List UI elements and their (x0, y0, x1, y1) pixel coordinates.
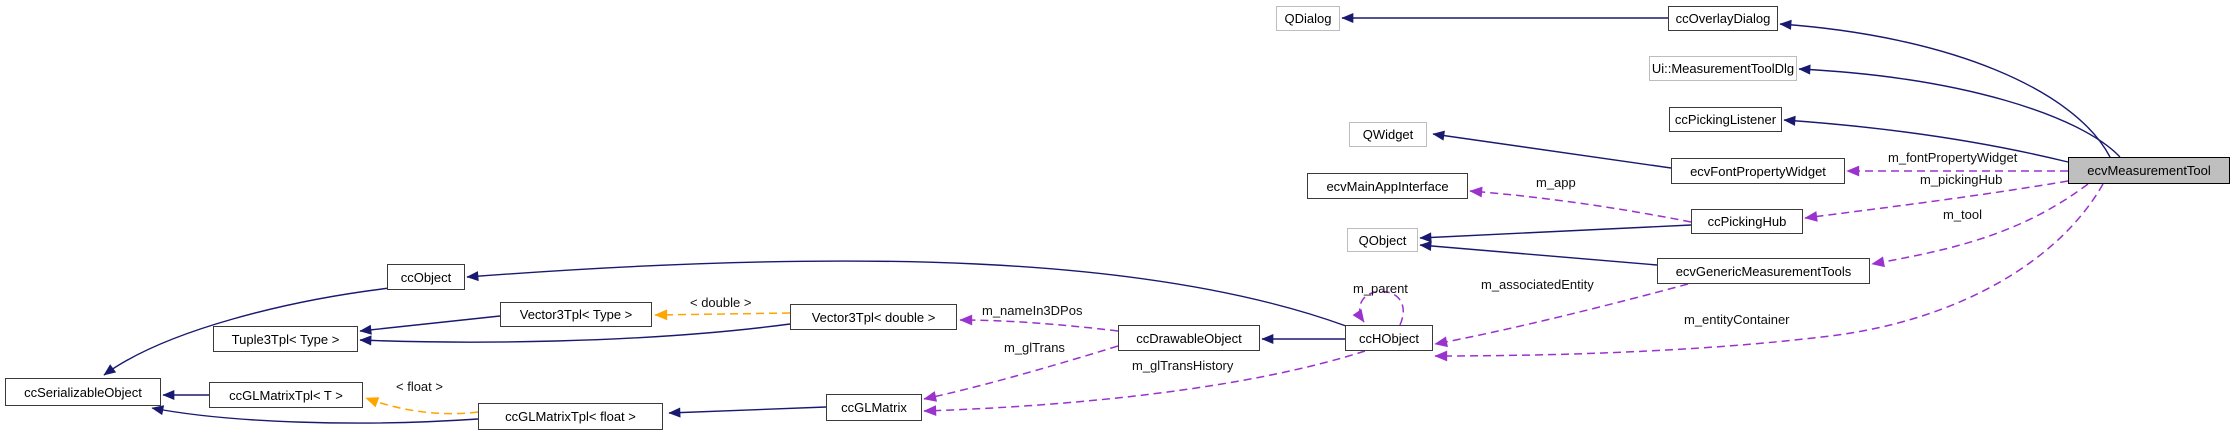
template-edge-ccglmatrixtpl-float (365, 397, 479, 415)
inherit-edge-ecvmeasurementtool-to-ccpickinglistener (1783, 115, 2069, 163)
class-node-ecvmainappinterface[interactable]: ecvMainAppInterface (1307, 173, 1468, 199)
usage-edge-m-app (1469, 186, 1692, 223)
template-edge-vector3tpl-double (654, 309, 791, 321)
edge-label-m-associatedentity: m_associatedEntity (1481, 277, 1594, 292)
class-node-tuple3tpl-type[interactable]: Tuple3Tpl< Type > (213, 326, 358, 352)
edge-label-m-entitycontainer: m_entityContainer (1684, 312, 1790, 327)
class-node-ccdrawableobject[interactable]: ccDrawableObject (1118, 325, 1260, 351)
edge-label-m-app: m_app (1536, 175, 1576, 190)
class-node-ccglmatrix[interactable]: ccGLMatrix (826, 394, 922, 421)
class-node-ccpickinghub[interactable]: ccPickingHub (1691, 209, 1803, 234)
edge-label-template-double: < double > (690, 295, 752, 310)
inherit-edge-ccglmatrixtplfloat-to-ccserializableobject (151, 405, 479, 424)
class-node-ccglmatrixtpl-t[interactable]: ccGLMatrixTpl< T > (209, 382, 363, 408)
edge-label-m-pickinghub: m_pickingHub (1920, 172, 2003, 187)
inherit-edge-ecvmeasurementtool-to-uimeasurementtooldlg (1798, 64, 2121, 158)
edge-label-m-gltrans: m_glTrans (1004, 340, 1065, 355)
class-node-ccobject[interactable]: ccObject (387, 264, 465, 290)
class-node-ecvfontpropertywidget[interactable]: ecvFontPropertyWidget (1671, 158, 1845, 184)
inherit-edge-vector3tpldouble-to-tuple3tpl (359, 323, 791, 346)
usage-edge-m-namein3dpos (959, 314, 1119, 332)
class-node-ecvgenericmeasurementtools[interactable]: ecvGenericMeasurementTools (1657, 258, 1870, 284)
inherit-edge-ccobject-to-ccserializableobject (103, 287, 391, 376)
inherit-edge-vector3tpltype-to-tuple3tpl (359, 315, 501, 335)
class-node-ecvmeasurementtool: ecvMeasurementTool (2068, 157, 2230, 184)
edge-label-m-tool: m_tool (1943, 207, 1983, 222)
class-node-ccserializableobject[interactable]: ccSerializableObject (5, 378, 161, 406)
edge-label-m-gltranshistory: m_glTransHistory (1132, 358, 1234, 373)
edge-label-template-float: < float > (396, 379, 443, 394)
inherit-edge-ecvfontpropertywidget-to-qwidget (1432, 130, 1672, 169)
usage-edge-m-tool (1871, 183, 2089, 268)
usage-edge-m-parent-selfloop (1352, 290, 1404, 326)
class-node-qdialog: QDialog (1276, 6, 1340, 31)
class-node-ccpickinglistener[interactable]: ccPickingListener (1669, 107, 1782, 132)
usage-edge-m-gltrans (923, 345, 1119, 402)
edge-label-m-parent: m_parent (1353, 281, 1408, 296)
edge-label-m-namein3dpos: m_nameIn3DPos (982, 303, 1083, 318)
class-node-cchobject[interactable]: ccHObject (1345, 325, 1433, 351)
inherit-edge-ecvmeasurementtool-to-ccoverlaydialog (1779, 19, 2111, 158)
class-node-ui-measurementtooldlg: Ui::MeasurementToolDlg (1649, 56, 1797, 81)
usage-edge-m-pickinghub (1804, 180, 2069, 222)
class-node-qwidget: QWidget (1349, 122, 1427, 147)
edge-label-m-fontpropertywidget: m_fontPropertyWidget (1888, 150, 2018, 165)
class-node-vector3tpl-type[interactable]: Vector3Tpl< Type > (500, 302, 652, 327)
class-node-qobject: QObject (1347, 228, 1418, 252)
inherit-edge-ccglmatrix-to-ccglmatrixtplfloat (668, 406, 827, 418)
class-node-ccoverlaydialog[interactable]: ccOverlayDialog (1668, 6, 1778, 31)
inherit-edge-ecvgenericmeasurementtools-to-qobject (1419, 240, 1658, 266)
class-node-ccglmatrixtpl-float[interactable]: ccGLMatrixTpl< float > (478, 403, 663, 430)
class-node-vector3tpl-double[interactable]: Vector3Tpl< double > (790, 304, 957, 330)
usage-edge-m-gltranshistory (923, 350, 1366, 417)
usage-edge-m-entitycontainer (1434, 183, 2104, 362)
inherit-edge-cchobject-to-ccobject (466, 260, 1347, 327)
inherit-edge-ccpickinghub-to-qobject (1419, 224, 1692, 243)
usage-edge-m-associatedentity (1434, 283, 1689, 348)
